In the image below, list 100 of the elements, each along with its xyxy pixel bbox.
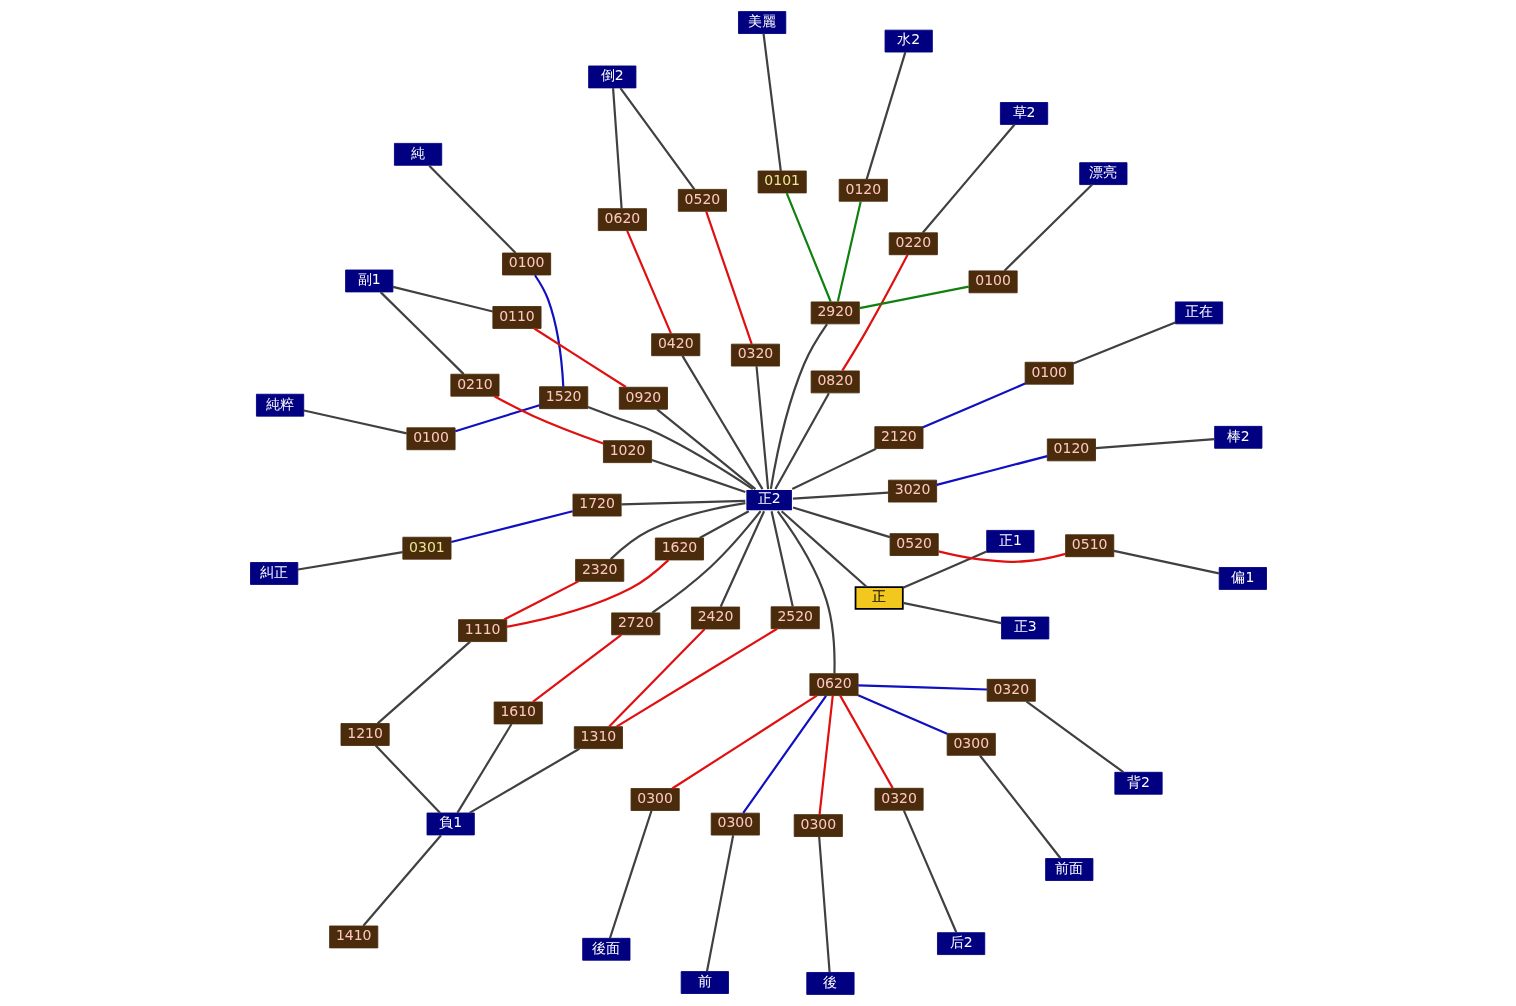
connector [1113,549,1219,575]
connector [671,694,817,790]
connector [1003,183,1093,272]
node-box: 前面 [1044,858,1093,881]
connector [620,499,745,506]
connector [615,627,778,728]
connector [817,836,831,973]
connector [840,254,909,372]
connector [362,834,442,927]
node-box: 前 [680,971,729,994]
node-box: 糾正 [249,562,298,585]
node-box: 0301 [401,536,451,560]
node-box: 0100 [968,270,1018,294]
connector [792,506,890,539]
node-box: 0520 [889,533,939,556]
node-box: 棒2 [1213,425,1262,449]
node-box: 0120 [838,178,888,202]
connector [1072,321,1176,365]
connector [719,510,765,608]
node-box: 0420 [650,333,700,357]
node-box: 0920 [618,386,668,410]
node-box: 0220 [888,232,938,256]
node-box: 偏1 [1218,567,1267,590]
node-box: 0320 [874,787,924,811]
node-box: 0100 [405,427,455,451]
node-box: 0300 [793,814,843,837]
node-box: 背2 [1113,771,1163,795]
connector [902,601,1002,625]
connector [503,580,579,621]
connector [454,404,540,433]
connector [761,33,782,172]
connector [838,695,894,789]
node-box: 0510 [1064,534,1114,558]
connector [1095,438,1215,450]
connector [655,408,756,490]
node-box: 0100 [1024,361,1074,385]
connector [297,551,403,571]
connector [455,723,512,814]
connector [902,550,987,589]
node-box: 0520 [677,188,727,212]
connector [741,695,827,814]
node-box: 純粹 [255,393,304,417]
connector [935,455,1048,486]
node-box: 漂亮 [1078,162,1127,185]
connector [773,392,830,490]
node-box: 倒2 [587,65,636,89]
node-box: 0300 [946,732,996,756]
connector [611,88,623,209]
connector [857,694,947,735]
node-box: 3020 [887,479,937,503]
node-box: 1620 [654,537,704,561]
node-box: 1720 [572,493,622,517]
connector [858,285,969,310]
connector [865,51,906,180]
connector [769,323,828,490]
connector [785,192,832,303]
node-box: 后2 [936,932,985,956]
node-box: 負1 [426,812,475,836]
connector [533,274,564,387]
connector [705,835,734,972]
connector [754,366,769,490]
node-box: 正3 [1000,616,1049,640]
connector [681,355,763,490]
connector [698,510,749,539]
connector [608,810,653,939]
node-box: 0210 [449,373,499,397]
node-box: 1310 [573,726,623,750]
node-box: 0300 [710,812,760,836]
node-box: 2520 [770,606,820,630]
node-box: 0300 [630,788,680,811]
node-box: 2120 [873,426,923,449]
node-box: 美麗 [737,11,786,34]
node-box: 0820 [810,370,860,394]
connector [607,628,706,728]
node-box: 2920 [810,301,860,325]
connector [428,164,516,254]
connector [704,211,753,345]
connector [533,327,626,388]
connector [776,510,836,674]
connector [651,458,746,494]
node-box: 後面 [581,937,630,961]
node-box: 後 [805,972,855,995]
connector [921,123,1015,234]
node-box: 2320 [574,559,624,582]
node-box: 2420 [690,606,740,630]
connector [937,550,1066,563]
connector [374,744,441,814]
connector [978,754,1061,859]
connector [922,382,1025,429]
node-box: 正 [854,586,904,610]
connector [780,510,867,588]
connector [450,510,573,544]
connector [857,684,987,691]
node-box: 1610 [493,701,543,725]
node-box: 正在 [1174,301,1223,325]
connector [836,201,862,302]
connector [791,447,876,490]
node-box: 2720 [610,612,660,636]
connector [493,395,604,445]
node-box: 1020 [602,440,652,464]
